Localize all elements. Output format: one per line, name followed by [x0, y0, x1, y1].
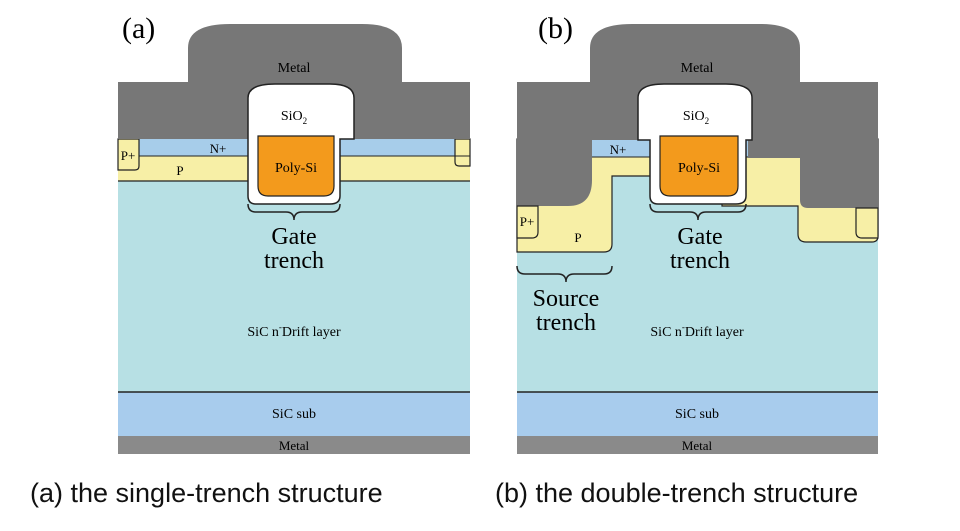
panel-b-pplus-label: P+ — [520, 214, 535, 229]
panel-b-poly-si — [659, 135, 739, 197]
panel-b-nplus-label: N+ — [610, 142, 627, 157]
panel-b-tag: (b) — [538, 12, 573, 45]
panel-b-gate-brace — [649, 203, 747, 221]
panel-b-p-label: P — [574, 230, 581, 245]
panel-a-gate-label-1: Gate — [271, 224, 316, 250]
trench-mosfet-diagram: (a) Metal SiO2 Poly-Si N+ P+ P Gate — [117, 12, 879, 454]
panel-b-poly-label: Poly-Si — [678, 161, 720, 176]
panel-b-source-label-2: trench — [536, 310, 596, 336]
panel-b-sub-label: SiC sub — [675, 407, 719, 422]
panel-b-gate-label-1: Gate — [677, 224, 722, 250]
panel-b-drift-label: SiC n-Drift layer — [650, 322, 744, 340]
panel-b-pplus-left — [516, 205, 539, 239]
caption-b: (b) the double-trench structure — [495, 478, 859, 508]
panel-a-substrate — [118, 392, 470, 436]
panel-b-substrate — [517, 392, 878, 436]
panel-b: (b) Metal SiO2 Poly-Si N+ P+ P Gate — [516, 12, 879, 454]
panel-b-metal-bottom-label: Metal — [682, 438, 713, 453]
panel-a-gate-label-2: trench — [264, 248, 324, 274]
caption-a: (a) the single-trench structure — [30, 478, 383, 508]
panel-b-oxide-label: SiO2 — [683, 109, 709, 126]
panel-a-gate-brace — [247, 203, 341, 221]
panel-b-bottom-metal — [517, 436, 878, 454]
panel-b-source-brace — [516, 265, 613, 283]
panel-b-pplus-right — [855, 207, 879, 239]
panel-a: (a) Metal SiO2 Poly-Si N+ P+ P Gate — [117, 12, 471, 454]
panel-a-pplus-label: P+ — [121, 148, 136, 163]
panel-a-oxide-label: SiO2 — [281, 109, 307, 126]
panel-b-gate-label-2: trench — [670, 248, 730, 274]
panel-a-top-metal — [118, 24, 470, 139]
panel-a-poly-si — [257, 135, 335, 197]
panel-a-pplus-left — [117, 138, 140, 171]
panel-a-sub-label: SiC sub — [272, 407, 316, 422]
panel-a-nplus-label: N+ — [210, 141, 227, 156]
panel-a-drift-label: SiC n-Drift layer — [247, 322, 341, 340]
panel-a-poly-label: Poly-Si — [275, 161, 317, 176]
panel-a-tag: (a) — [122, 12, 155, 45]
panel-a-metal-top-label: Metal — [278, 61, 311, 76]
panel-a-drift-layer — [118, 180, 470, 392]
panel-a-metal-bottom-label: Metal — [279, 438, 310, 453]
panel-b-metal-top-label: Metal — [681, 61, 714, 76]
panel-a-p-label: P — [176, 163, 183, 178]
panel-b-source-label-1: Source — [533, 286, 600, 312]
panel-a-bottom-metal — [118, 436, 470, 454]
panel-a-pplus-right — [454, 138, 471, 167]
